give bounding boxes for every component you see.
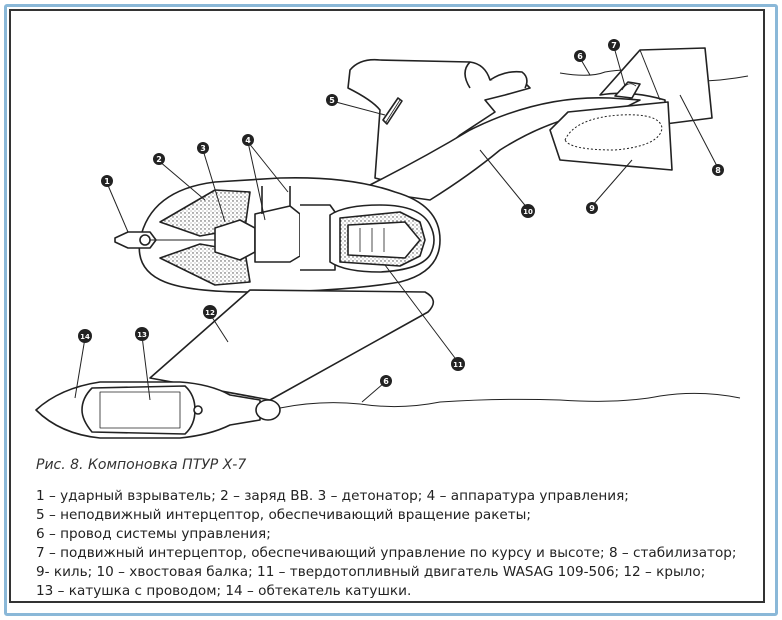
svg-text:12: 12: [205, 309, 215, 317]
legend-item-7: 7 – подвижный интерцептор, обеспечивающи…: [36, 545, 605, 561]
callout-6: 6: [574, 50, 586, 62]
control-wire-lower: [279, 392, 741, 409]
svg-text:7: 7: [611, 41, 617, 50]
svg-text:3: 3: [200, 144, 206, 153]
wing: [149, 289, 435, 401]
svg-text:8: 8: [715, 166, 721, 175]
legend-item-2: 2 – заряд ВВ.: [220, 488, 314, 504]
callout-9: 9: [586, 202, 598, 214]
legend-item-8: 8 – стабилизатор;: [608, 545, 737, 561]
legend-item-9: 9- киль;: [36, 564, 93, 580]
legend-item-5: 5 – неподвижный интерцептор, обеспечиваю…: [36, 507, 531, 523]
callout-11: 11: [451, 357, 465, 371]
callout-3: 3: [197, 142, 209, 154]
callout-7: 7: [608, 39, 620, 51]
callout-12: 12: [203, 305, 217, 319]
tail-boom: [359, 96, 641, 201]
legend-item-12: 12 – крыло;: [623, 564, 706, 580]
callout-10: 10: [521, 204, 535, 218]
legend-text: 1 – ударный взрыватель; 2 – заряд ВВ. 3 …: [36, 487, 756, 601]
svg-text:4: 4: [245, 136, 251, 145]
svg-text:6: 6: [383, 377, 389, 386]
callout-8: 8: [712, 164, 724, 176]
legend-item-13: 13 – катушка с проводом;: [36, 583, 222, 599]
stabilizer: [599, 47, 713, 125]
svg-text:6: 6: [577, 52, 583, 61]
svg-text:2: 2: [156, 155, 162, 164]
control-equipment: [254, 205, 301, 263]
legend-item-4: 4 – аппаратура управления;: [426, 488, 629, 504]
figure-caption: Рис. 8. Компоновка ПТУР Х-7: [36, 457, 247, 473]
svg-text:1: 1: [104, 177, 110, 186]
svg-text:11: 11: [453, 361, 463, 369]
legend-item-1: 1 – ударный взрыватель;: [36, 488, 216, 504]
callout-markers: 1 2 3 4 5 6 7 8 9 10 11 12 13 14 6: [78, 39, 724, 387]
svg-text:14: 14: [80, 333, 90, 341]
detonator: [214, 219, 256, 261]
callout-5: 5: [326, 94, 338, 106]
fin: [549, 101, 673, 171]
svg-text:9: 9: [589, 204, 595, 213]
wire-spool: [81, 385, 196, 435]
svg-text:5: 5: [329, 96, 335, 105]
svg-text:10: 10: [523, 208, 533, 216]
callout-1: 1: [101, 175, 113, 187]
svg-text:13: 13: [137, 331, 147, 339]
legend-item-10: 10 – хвостовая балка;: [96, 564, 253, 580]
legend-item-6: 6 – провод системы управления;: [36, 526, 271, 542]
callout-13: 13: [135, 327, 149, 341]
callout-6-lower: 6: [380, 375, 392, 387]
callout-2: 2: [153, 153, 165, 165]
legend-item-3: 3 – детонатор;: [317, 488, 423, 504]
legend-item-14: 14 – обтекатель катушки.: [225, 583, 412, 599]
moving-interceptor: [614, 81, 641, 99]
legend-item-11: 11 – твердотопливный двигатель WASAG 109…: [257, 564, 620, 580]
callout-4: 4: [242, 134, 254, 146]
callout-14: 14: [78, 329, 92, 343]
